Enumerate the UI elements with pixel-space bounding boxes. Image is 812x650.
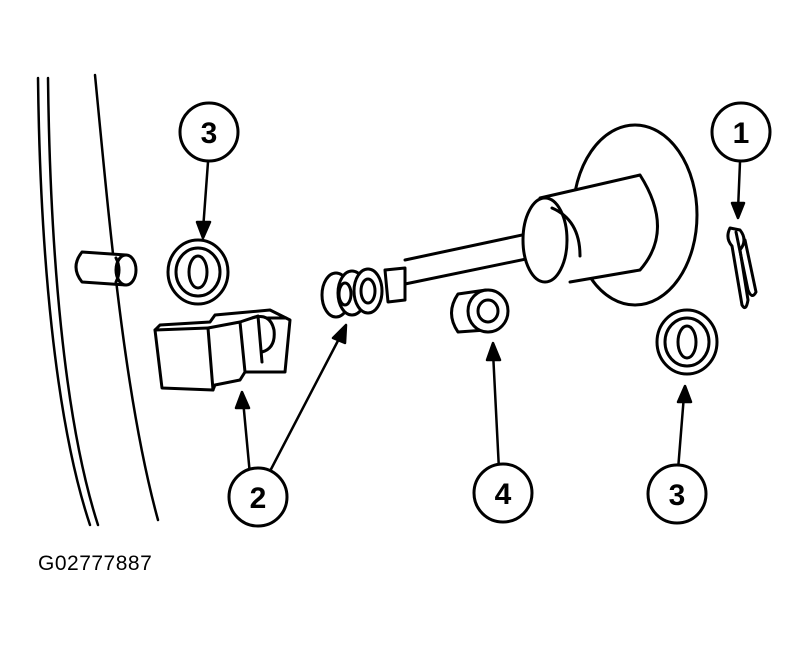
callout-label: 3: [201, 117, 218, 150]
callout-4: 4: [472, 462, 534, 524]
panel-edge-lines: [36, 73, 160, 527]
washer-upper-left: [166, 238, 230, 306]
figure-id-label: G02777887: [38, 552, 153, 575]
hub-flange: [521, 123, 699, 307]
arrowhead-up-icon: [676, 384, 693, 404]
callout-2: 2: [227, 466, 289, 528]
callout-label: 3: [669, 479, 686, 512]
arrowhead-up-icon: [485, 341, 502, 362]
washer-lower-right: [655, 308, 719, 376]
arrowhead-down-icon: [195, 220, 212, 240]
callout-3-bottom: 3: [646, 463, 708, 525]
coil-spring: [320, 267, 384, 319]
callout-3-top: 3: [178, 101, 240, 163]
callout-label: 1: [733, 117, 750, 150]
arrowhead-up-icon: [234, 390, 251, 410]
callout-label: 2: [250, 482, 267, 515]
cotter-pin: [726, 226, 758, 310]
arrowhead-down-icon: [730, 201, 746, 220]
leader-lines: [195, 160, 746, 477]
bushing: [450, 288, 510, 334]
bracket-clip: [153, 308, 292, 392]
panel-stud: [74, 250, 138, 287]
callout-label: 4: [495, 478, 512, 511]
callout-1: 1: [710, 101, 772, 163]
arrowhead-up-icon: [331, 323, 348, 345]
